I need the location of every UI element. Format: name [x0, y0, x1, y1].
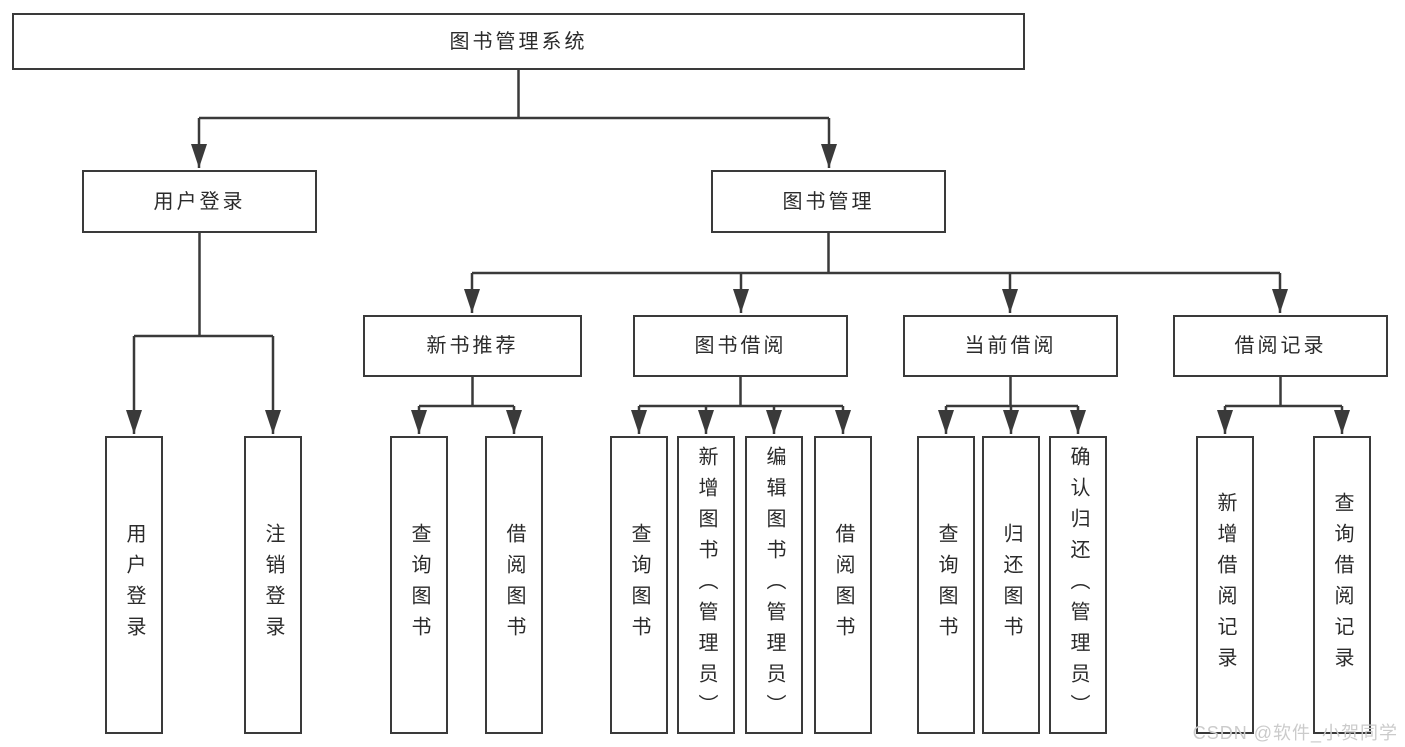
- leaf-add-borrow-record-label: 新增借阅记录: [1214, 492, 1236, 678]
- csdn-watermark: CSDN @软件_小贺同学: [1192, 723, 1398, 743]
- leaf-query-book-borrow-label: 查询图书: [628, 523, 650, 647]
- node-borrow-records: 借阅记录: [1173, 315, 1388, 377]
- leaf-edit-book-admin-label: 编辑图书（管理员）: [763, 445, 785, 725]
- connector-lines: [134, 70, 1342, 408]
- leaf-query-book-current-label: 查询图书: [935, 523, 957, 647]
- leaf-logout: 注销登录: [244, 436, 302, 734]
- node-user-login: 用户登录: [82, 170, 317, 233]
- leaf-add-borrow-record: 新增借阅记录: [1196, 436, 1254, 734]
- leaf-query-book-recommend: 查询图书: [390, 436, 448, 734]
- node-root-system: 图书管理系统: [12, 13, 1025, 70]
- node-book-borrow: 图书借阅: [633, 315, 848, 377]
- leaf-borrow-book: 借阅图书: [814, 436, 872, 734]
- node-new-book-recommend: 新书推荐: [363, 315, 582, 377]
- leaf-borrow-book-recommend: 借阅图书: [485, 436, 543, 734]
- arrow-down-icons: [126, 118, 1350, 434]
- leaf-query-book-recommend-label: 查询图书: [408, 523, 430, 647]
- leaf-confirm-return-admin: 确认归还（管理员）: [1049, 436, 1107, 734]
- leaf-user-login: 用户登录: [105, 436, 163, 734]
- leaf-borrow-book-recommend-label: 借阅图书: [503, 523, 525, 647]
- leaf-confirm-return-admin-label: 确认归还（管理员）: [1067, 445, 1089, 725]
- leaf-add-book-admin: 新增图书（管理员）: [677, 436, 735, 734]
- node-current-borrow: 当前借阅: [903, 315, 1118, 377]
- leaf-add-book-admin-label: 新增图书（管理员）: [695, 445, 717, 725]
- leaf-user-login-label: 用户登录: [123, 523, 145, 647]
- node-book-management: 图书管理: [711, 170, 946, 233]
- leaf-query-book-borrow: 查询图书: [610, 436, 668, 734]
- leaf-return-book-label: 归还图书: [1000, 523, 1022, 647]
- leaf-query-borrow-record-label: 查询借阅记录: [1331, 492, 1353, 678]
- leaf-query-book-current: 查询图书: [917, 436, 975, 734]
- leaf-borrow-book-label: 借阅图书: [832, 523, 854, 647]
- leaf-query-borrow-record: 查询借阅记录: [1313, 436, 1371, 734]
- leaf-return-book: 归还图书: [982, 436, 1040, 734]
- leaf-logout-label: 注销登录: [262, 523, 284, 647]
- leaf-edit-book-admin: 编辑图书（管理员）: [745, 436, 803, 734]
